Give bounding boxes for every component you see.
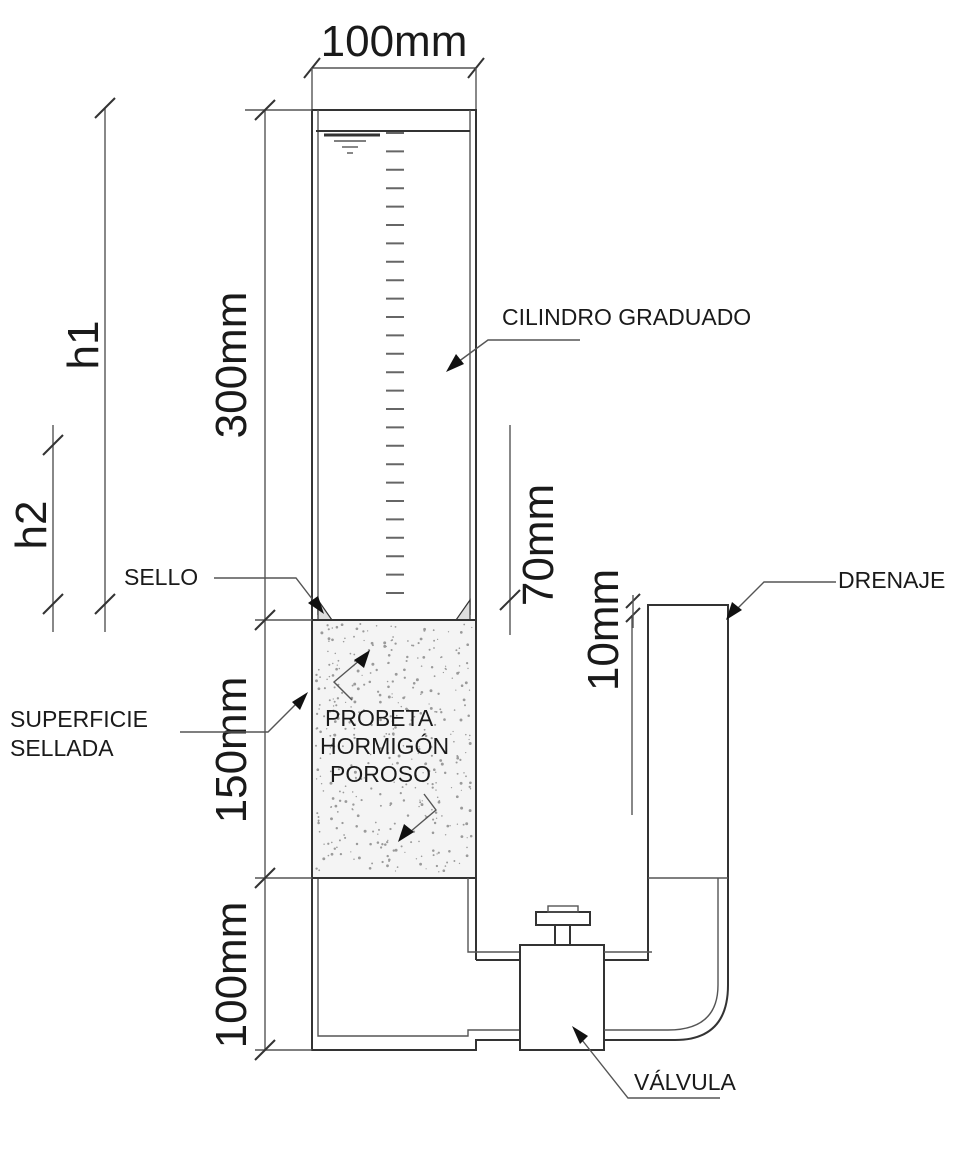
label-probeta: PROBETA <box>325 705 434 731</box>
dimension-label-150mm: 150mm <box>207 677 256 824</box>
head-h1: h1 <box>59 97 116 632</box>
h2-label: h2 <box>7 501 56 550</box>
dimension-label-10mm: 10mm <box>579 569 628 691</box>
valve <box>519 905 605 1051</box>
drain-tube <box>604 604 729 1041</box>
label-drenaje: DRENAJE <box>838 567 945 593</box>
head-h2: h2 <box>7 425 64 632</box>
dimension-label-300mm: 300mm <box>207 292 256 439</box>
label-hormigon: HORMIGÓN <box>320 733 449 759</box>
label-superficie: SUPERFICIE <box>10 706 148 732</box>
dimension-label-100mm-top: 100mm <box>321 17 468 66</box>
callout-specimen: PROBETA HORMIGÓN POROSO <box>320 650 449 842</box>
bottom-chamber <box>311 877 520 1051</box>
h1-label: h1 <box>59 321 108 370</box>
callout-valve: VÁLVULA <box>572 1026 737 1099</box>
dimension-label-70mm: 70mm <box>514 484 563 606</box>
label-poroso: POROSO <box>330 761 431 787</box>
label-sello: SELLO <box>124 564 198 590</box>
label-cilindro-graduado: CILINDRO GRADUADO <box>502 304 751 330</box>
callout-drain: DRENAJE <box>726 567 945 620</box>
callout-sealed-surface: SUPERFICIE SELLADA <box>10 692 308 761</box>
dimension-10mm: 10mm <box>579 569 641 691</box>
dimension-label-100mm-base: 100mm <box>207 902 256 1049</box>
graduation-ticks <box>386 132 404 594</box>
dimension-70mm: 70mm <box>499 425 563 635</box>
dimension-vertical-left: 300mm 150mm 100mm <box>207 99 312 1061</box>
callout-cylinder: CILINDRO GRADUADO <box>446 304 751 372</box>
dimension-width-top: 100mm <box>303 17 485 110</box>
label-sellada: SELLADA <box>10 735 114 761</box>
concrete-specimen <box>311 619 477 879</box>
label-valvula: VÁLVULA <box>634 1069 737 1095</box>
callout-seal: SELLO <box>124 564 324 614</box>
